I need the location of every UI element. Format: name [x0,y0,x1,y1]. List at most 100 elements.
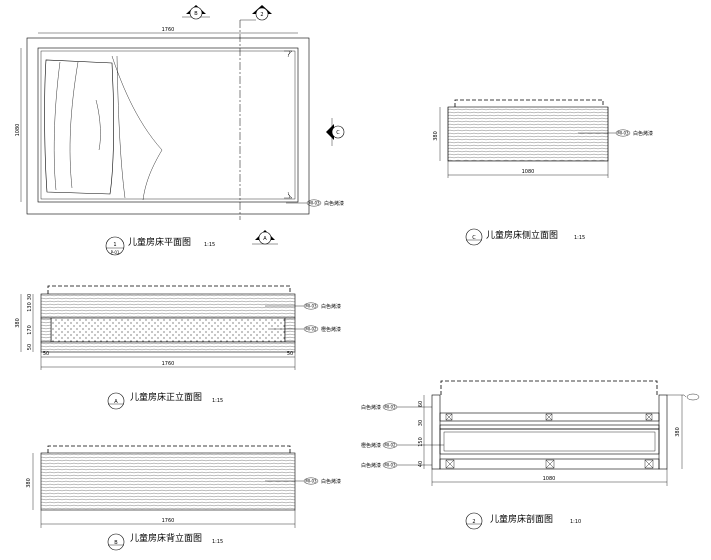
front-left-post [40,317,52,343]
section-blocks-bottom [445,459,654,469]
front-tag-bottom-code: MI-02 [305,327,317,332]
back-tag-text: 白色烤漆 [321,478,341,485]
marker-a[interactable]: A [252,230,278,245]
pillow-fold-1 [53,61,61,191]
section-seg-dim-4: 40 [418,461,424,467]
front-height-dim: 380 [15,318,21,328]
marker-c-label: C [336,130,340,136]
section-tag-1-text: 白色烤漆 [361,404,381,411]
plan-scale: 1:15 [204,242,215,248]
section-tag-3-bubble [382,461,398,469]
section-tag-3-code: MI-03 [384,463,396,468]
plan-tag-text: 白色烤漆 [324,200,344,207]
front-seg-dim-3: 170 [27,325,33,335]
side-panel [447,106,609,162]
front-tag-top-bubble [303,302,319,310]
section-title-block: 2 儿童房床剖面图 1:10 [465,512,581,530]
section-scale: 1:10 [570,519,581,525]
section-tag-3-text: 白色烤漆 [361,462,381,469]
section-tag-2-bubble [382,441,398,449]
sheet-crease [95,99,101,151]
side-title: 儿童房床侧立面图 [486,229,558,241]
section-upper-rail [439,424,660,430]
side-mattress-dashed [454,99,604,107]
front-tag-top-code: MI-03 [305,304,317,309]
section-top-leader [667,394,687,398]
sheet-fold-line [111,55,163,201]
front-seg-dim-1: 30 [27,294,33,300]
side-tag-text: 白色烤漆 [633,130,653,137]
corner-mark-top [284,50,293,58]
front-width-dim: 1760 [162,361,175,367]
front-scale: 1:15 [212,398,223,404]
back-tag-code: MI-03 [305,479,317,484]
back-height-dim: 380 [26,478,32,488]
plan-title: 儿童房床平面图 [128,236,191,248]
front-top-panel [40,293,296,319]
section-title: 儿童房床剖面图 [490,513,553,525]
back-title: 儿童房床背立面图 [130,532,202,544]
front-small-dim-right: 50 [287,351,293,357]
section-width-dim: 1080 [543,476,556,482]
section-marker: 2 [472,519,475,525]
pillow-fold-2 [69,61,79,189]
front-tag-top-text: 白色烤漆 [321,303,341,310]
front-tag-bottom-text: 橙色烤漆 [321,326,341,333]
side-elevation: 1080 380 MI-03 白色烤漆 C 儿童房床侧立面图 1:15 [433,99,653,246]
back-scale: 1:15 [212,539,223,545]
plan-view: 1760 1080 MI-03 白色烤漆 B 2 C [15,5,345,256]
front-title-block: A 儿童房床正立面图 1:15 [107,391,223,410]
marker-2[interactable]: 2 [252,5,272,21]
front-elevation: 50 50 1760 380 30 130 170 50 MI-03 白色烤漆 … [15,285,341,410]
plan-tag-code: MI-03 [308,201,320,206]
plan-title-block: 1 P-01 儿童房床平面图 1:15 [105,236,215,256]
section-drawer-box [439,428,660,455]
section-seg-dim-3: 150 [418,437,424,447]
back-elevation: 1760 380 MI-03 白色烤漆 B 儿童房床背立面图 1:15 [26,445,341,551]
back-marker: B [114,540,118,546]
section-tag-2-code: MI-02 [384,443,396,448]
plan-tag-bubble [306,199,322,207]
marker-a-label: A [263,236,267,242]
front-marker: A [114,399,118,405]
marker-2-label: 2 [260,12,263,18]
plan-width-dim: 1760 [162,27,175,33]
back-panel [40,452,296,511]
section-tag-1-code: MI-03 [384,405,396,410]
back-width-dim: 1760 [162,518,175,524]
back-title-block: B 儿童房床背立面图 1:15 [107,532,223,551]
plan-bed-frame [37,47,299,203]
side-scale: 1:15 [574,235,585,241]
section-tag-1-bubble [382,403,398,411]
front-mattress-dashed [47,285,291,294]
side-tag-code: MI-03 [617,131,629,136]
front-right-post [284,317,296,343]
side-tag-bubble [615,129,631,137]
corner-mark-bottom [284,191,293,199]
plan-depth-dim: 1080 [15,124,21,137]
plan-index-num: 1 [113,242,116,248]
front-tag-bottom-bubble [303,325,319,333]
marker-b[interactable]: B [182,5,210,20]
section-base [439,458,660,470]
section-mattress-dashed [440,380,658,395]
section-seg-dim-2: 30 [418,420,424,426]
marker-c[interactable]: C [326,118,345,146]
sheet-inner-line [116,55,126,199]
front-seg-dim-2: 130 [27,302,33,312]
section-top-slats [439,412,660,422]
front-title: 儿童房床正立面图 [130,391,202,403]
section-view: 1080 60 30 150 40 380 MI-03 白色烤漆 MI-02 橙… [361,380,700,530]
pillow-outline [44,59,114,195]
back-mattress-dashed [47,445,291,453]
section-left-post [431,394,441,470]
side-width-dim: 1080 [522,169,535,175]
marker-b-label: B [194,11,198,17]
back-tag-bubble [303,477,319,485]
section-height-dim: 380 [675,427,681,437]
front-base [40,341,296,353]
section-seg-dim-1: 60 [418,401,424,407]
plan-mattress [40,50,296,200]
section-right-post [658,394,668,470]
